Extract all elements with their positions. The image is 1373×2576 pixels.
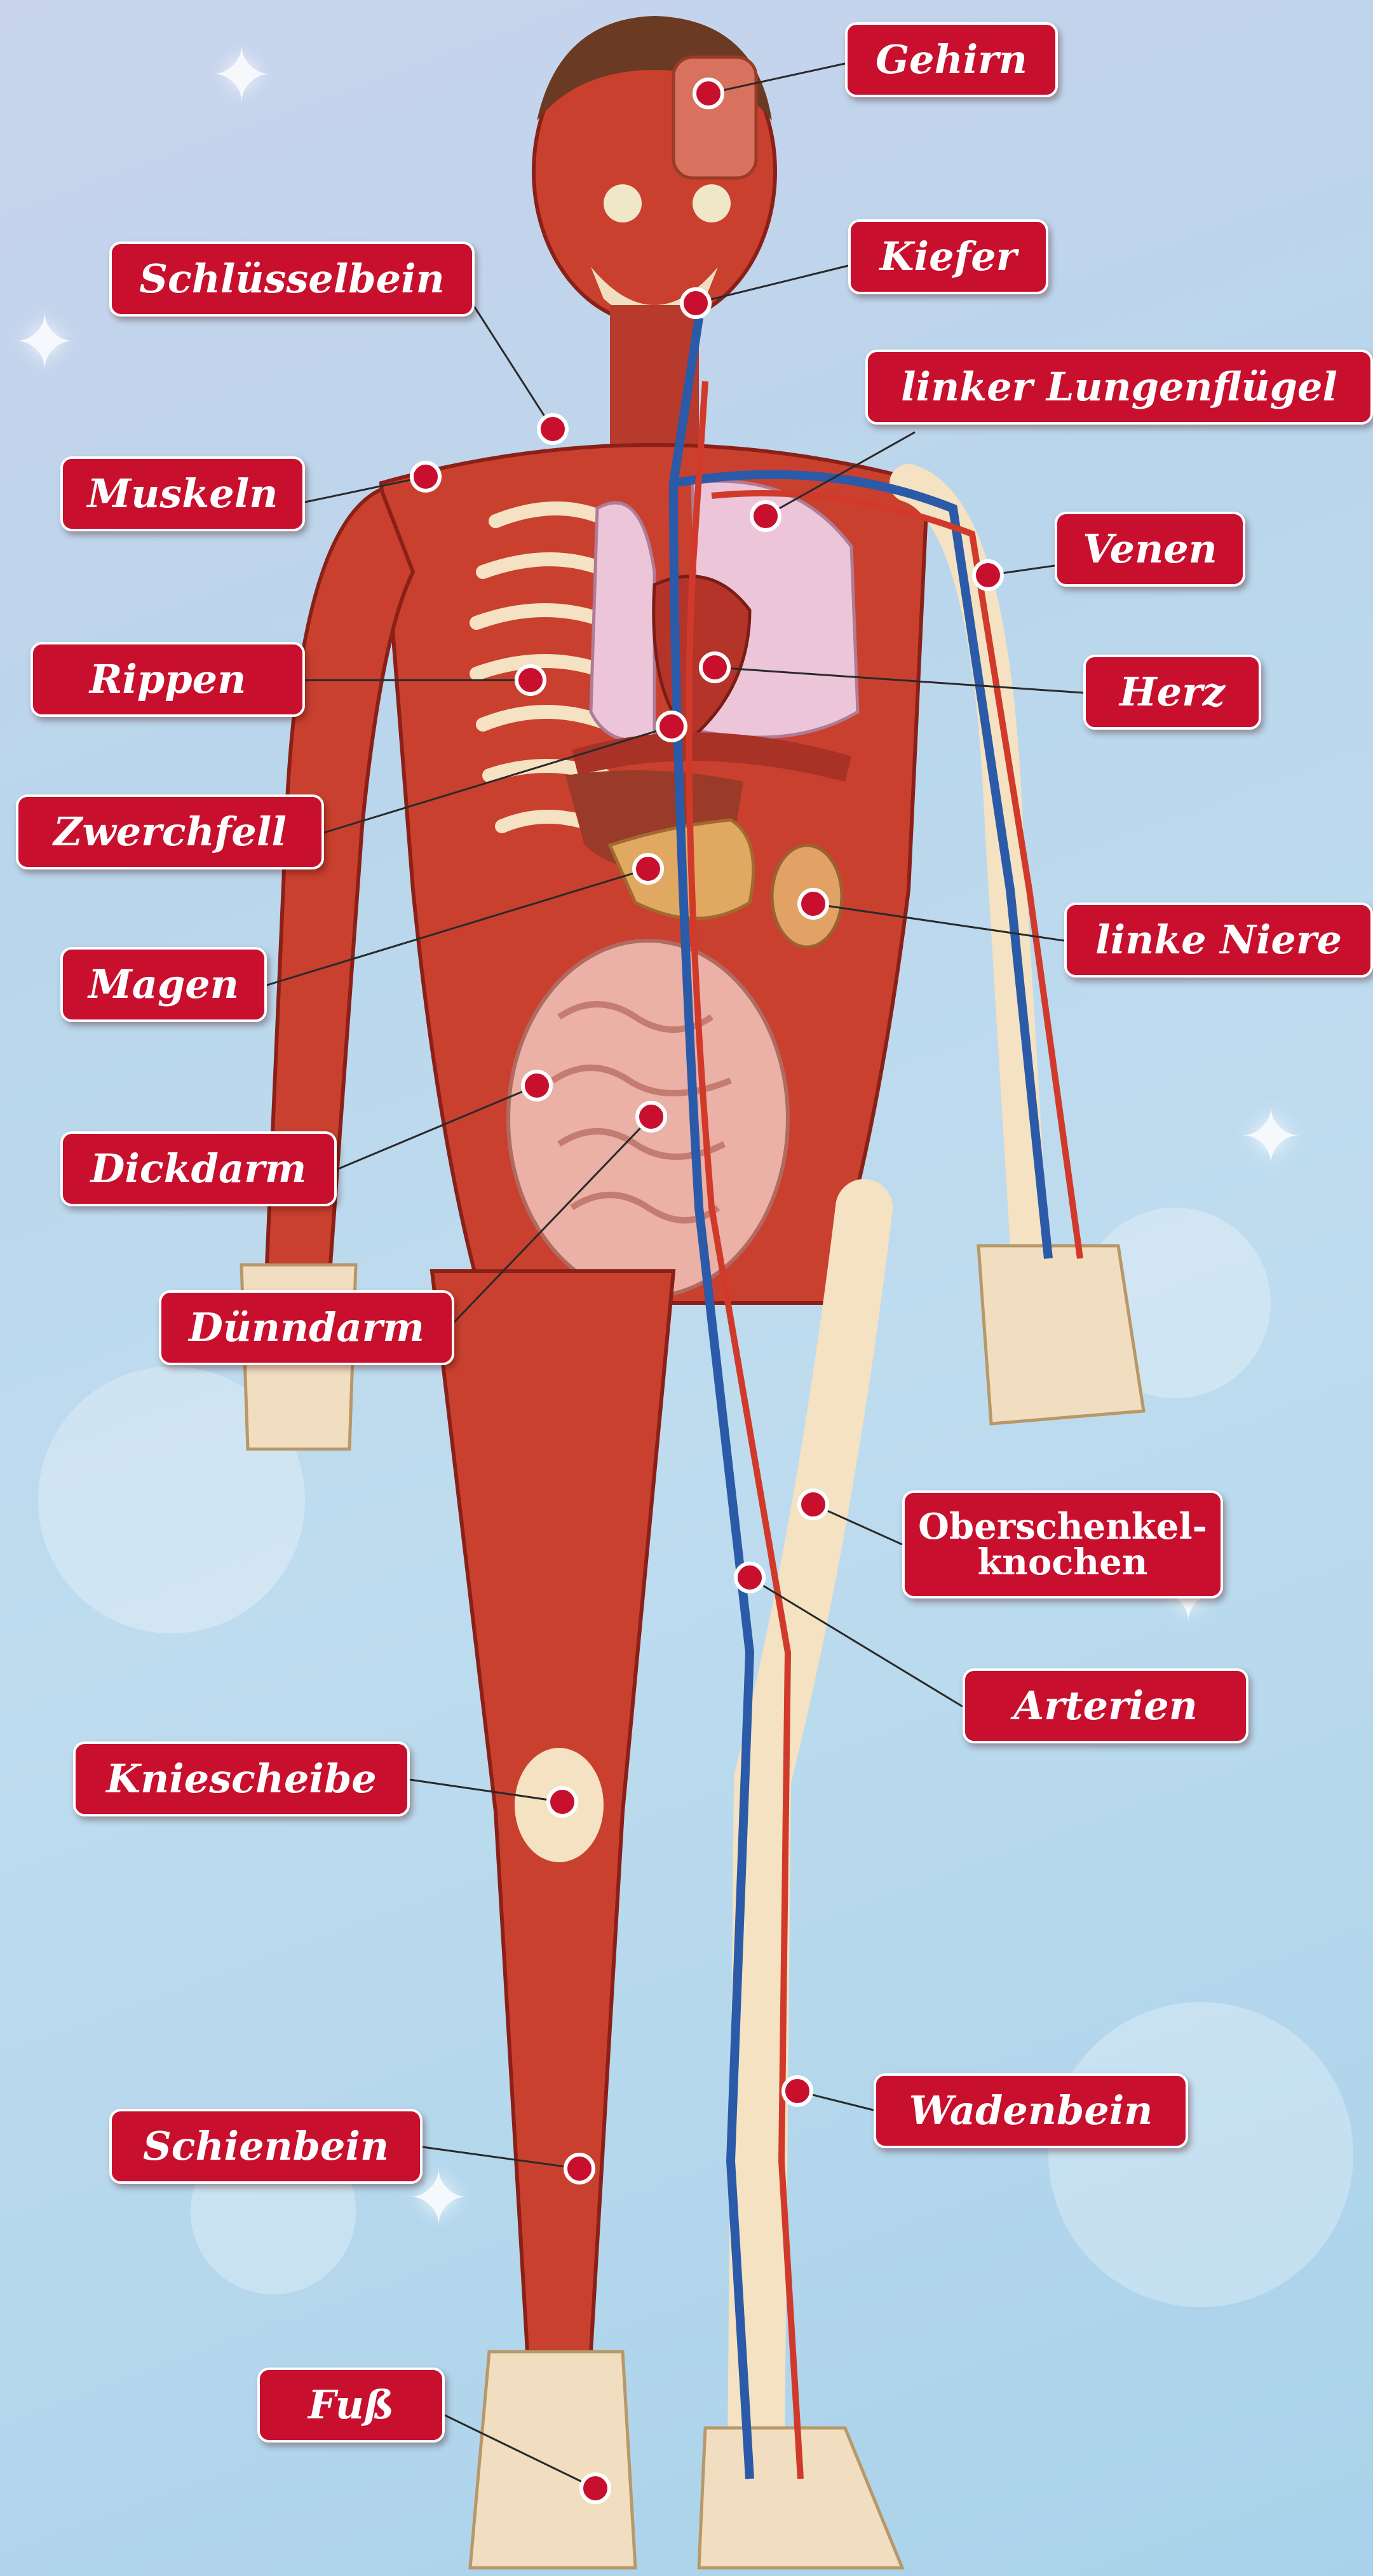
marker-kniescheibe — [548, 1788, 576, 1816]
eye — [693, 184, 731, 222]
marker-arterien — [736, 1564, 764, 1591]
label-schienbein: Schienbein — [109, 2109, 423, 2184]
marker-muskeln — [412, 463, 440, 491]
label-oberschenkelknochen-text: Oberschenkel- knochen — [918, 1509, 1207, 1580]
label-fuss: Fuß — [257, 2368, 445, 2443]
marker-fuss — [581, 2474, 609, 2502]
marker-niere — [799, 890, 827, 918]
marker-herz — [701, 653, 729, 681]
label-linke-niere: linke Niere — [1064, 903, 1373, 978]
marker-dickdarm — [523, 1072, 551, 1100]
label-linker-lungenfluegel: linker Lungenflügel — [865, 350, 1373, 425]
label-oberschenkelknochen: Oberschenkel- knochen — [902, 1490, 1223, 1598]
leader-line-schluesselbein — [473, 305, 553, 429]
marker-gehirn — [694, 79, 722, 107]
brain — [673, 57, 756, 178]
label-wadenbein: Wadenbein — [874, 2073, 1188, 2148]
eye — [604, 184, 642, 222]
label-gehirn: Gehirn — [845, 22, 1058, 97]
marker-schienbein — [565, 2155, 593, 2183]
label-rippen: Rippen — [30, 642, 305, 717]
left-hand — [978, 1246, 1144, 1424]
label-schluesselbein: Schlüsselbein — [109, 242, 475, 317]
label-herz: Herz — [1083, 655, 1261, 730]
marker-zwerchfell — [658, 712, 686, 740]
label-dickdarm: Dickdarm — [60, 1131, 337, 1206]
marker-wadenbein — [783, 2077, 811, 2105]
marker-schluesselbein — [539, 415, 567, 443]
label-kniescheibe: Kniescheibe — [73, 1741, 410, 1816]
left-leg-bone — [756, 1208, 864, 2447]
label-zwerchfell: Zwerchfell — [16, 794, 324, 869]
label-kiefer: Kiefer — [848, 219, 1048, 294]
marker-oberschenkel — [799, 1490, 827, 1518]
label-arterien: Arterien — [963, 1668, 1248, 1743]
marker-lunge — [752, 502, 780, 530]
marker-venen — [974, 561, 1002, 589]
marker-duenndarm — [637, 1103, 665, 1131]
label-venen: Venen — [1055, 512, 1245, 587]
marker-kiefer — [682, 289, 710, 317]
label-magen: Magen — [60, 947, 267, 1022]
label-muskeln: Muskeln — [60, 456, 305, 531]
label-duenndarm: Dünndarm — [159, 1290, 454, 1365]
right-foot — [470, 2352, 635, 2568]
marker-magen — [634, 855, 662, 883]
lung-right — [591, 503, 654, 740]
marker-rippen — [517, 666, 544, 694]
